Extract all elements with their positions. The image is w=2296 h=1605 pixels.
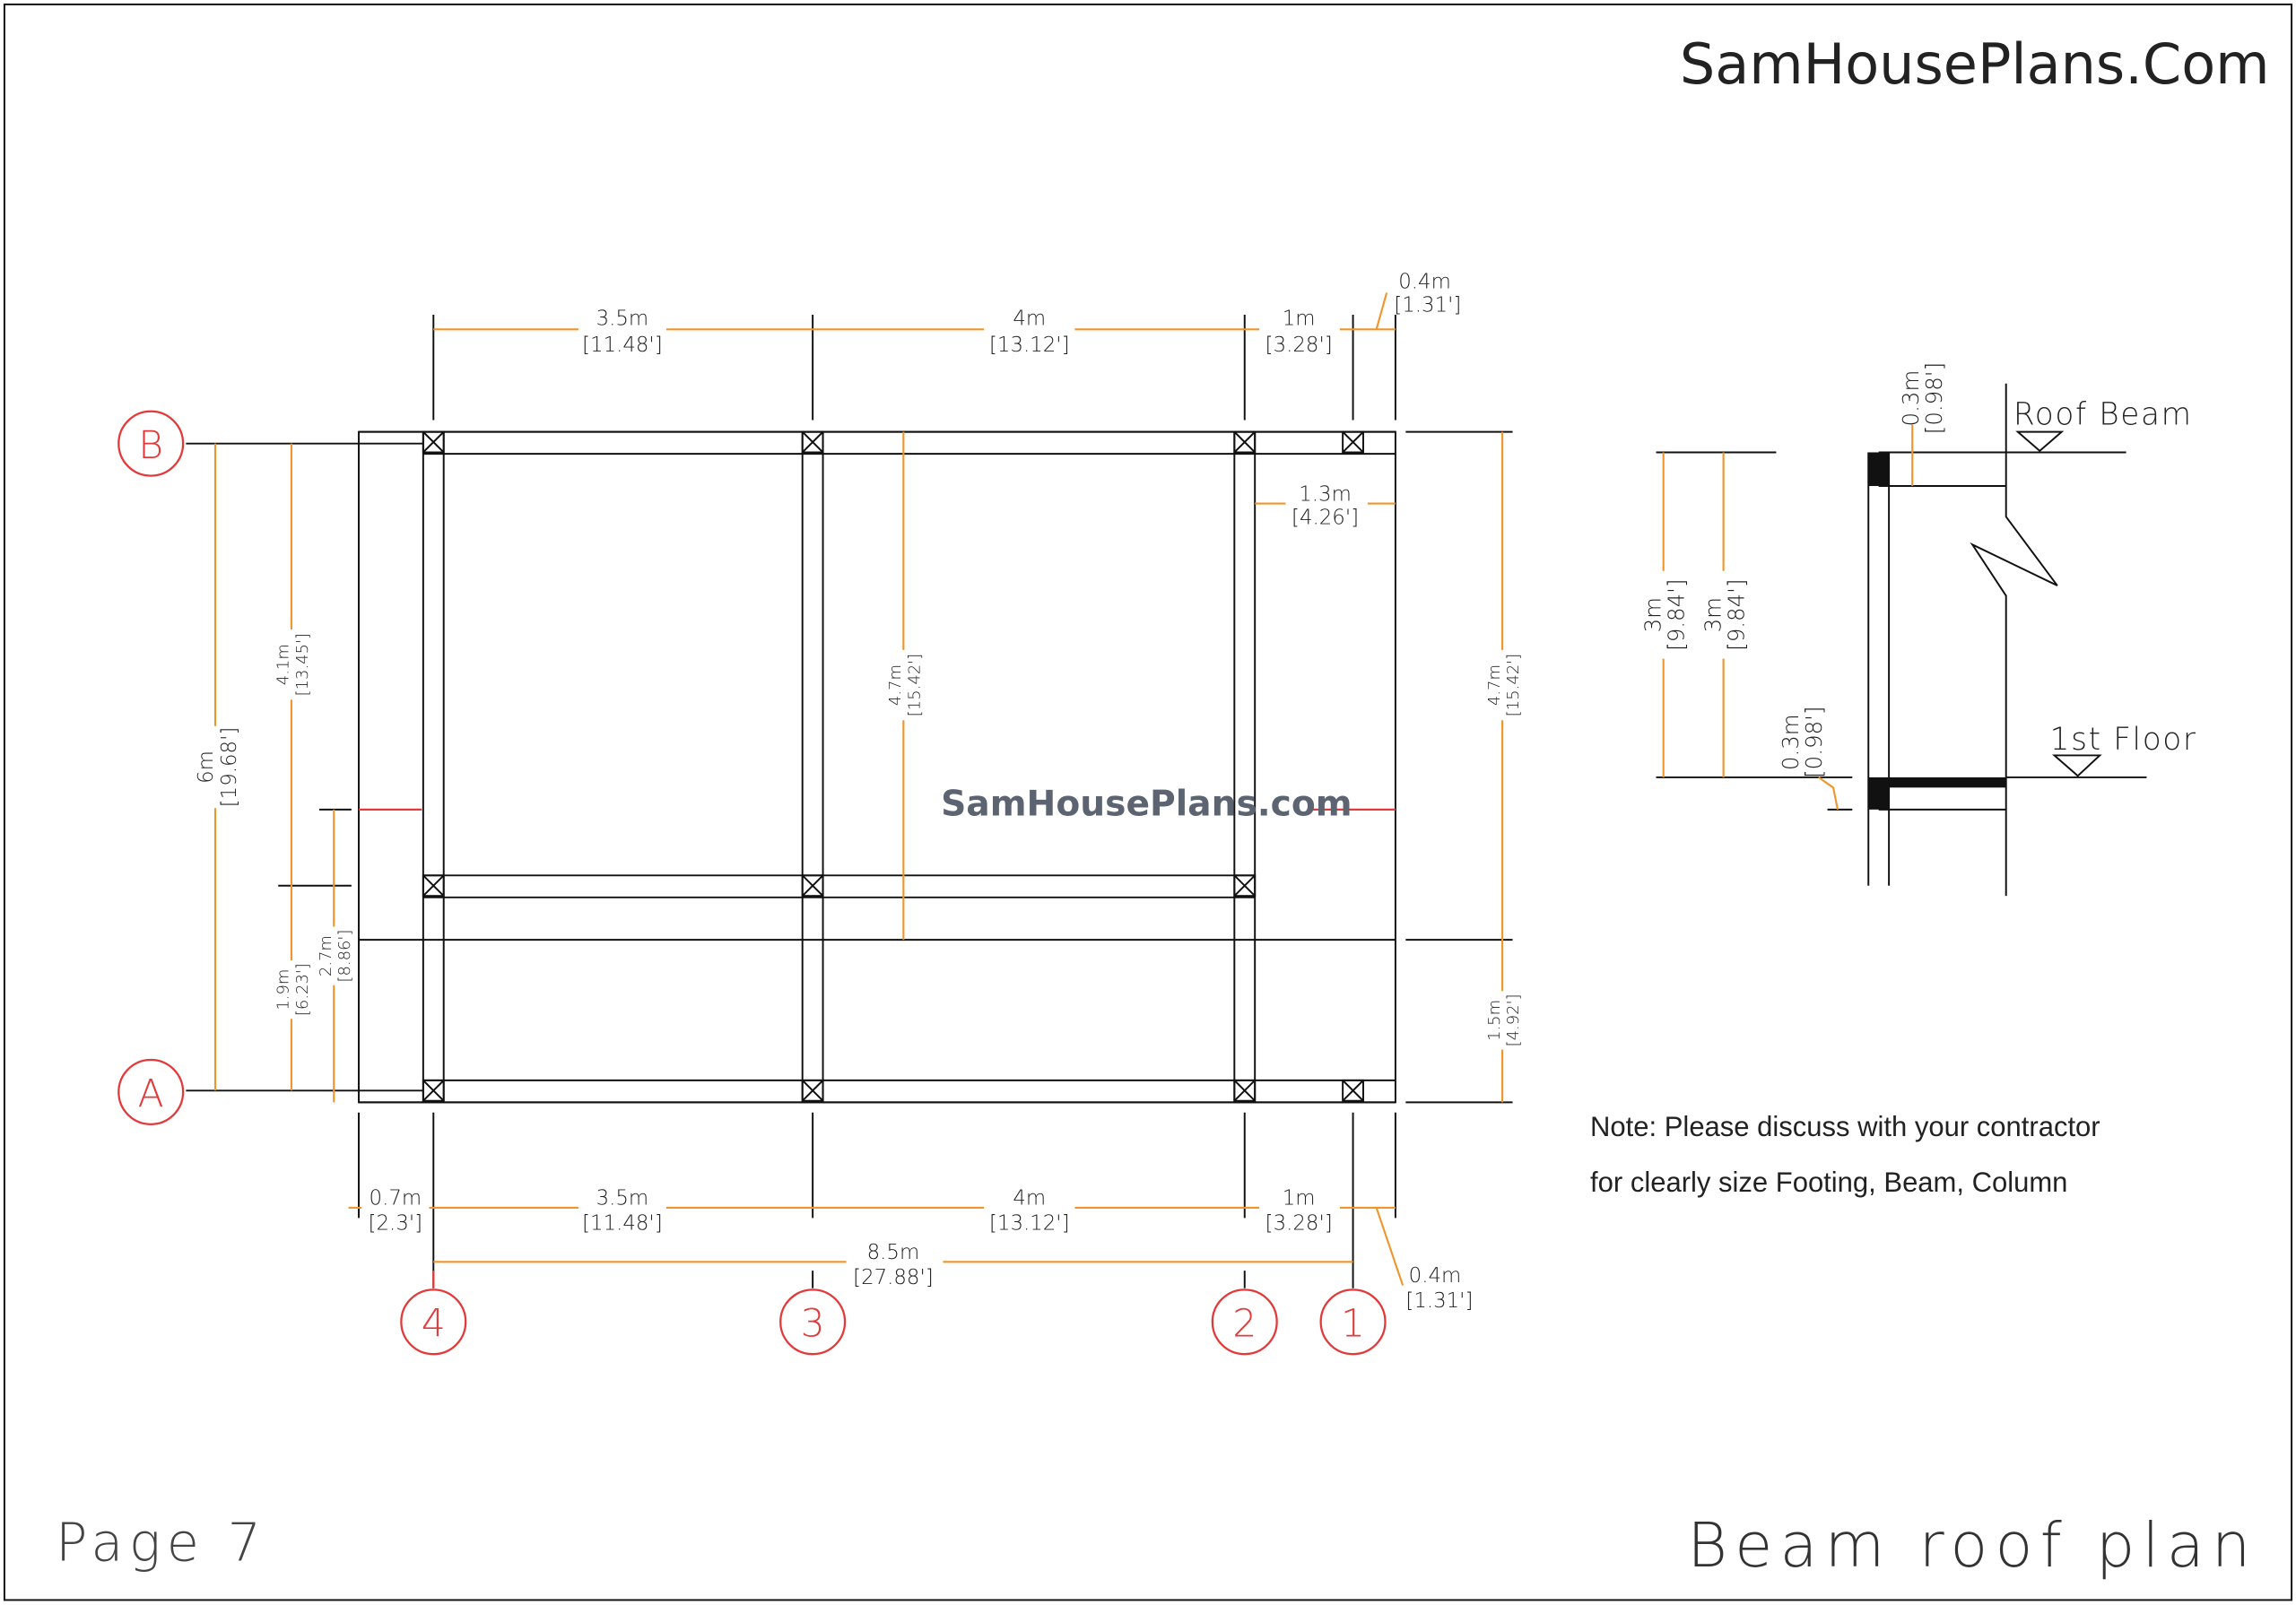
- column-x-mark: [1342, 430, 1364, 454]
- svg-text:4.7m: 4.7m: [1485, 664, 1504, 706]
- section-detail: 3m[9.84'] 3m[9.84'] 0.3m[0.98'] 0.3m[0.9…: [1639, 362, 2197, 897]
- svg-text:6m: 6m: [195, 750, 218, 784]
- watermark: SamHousePlans.com: [941, 784, 1352, 824]
- extension-lines: [358, 315, 1396, 1288]
- svg-text:[0.98']: [0.98']: [1801, 707, 1827, 778]
- columns: [422, 430, 1364, 1102]
- note-line-1: Note: Please discuss with your contracto…: [1590, 1111, 2100, 1142]
- svg-text:1.5m: 1.5m: [1485, 1000, 1504, 1041]
- column-marker: [801, 874, 824, 898]
- column-x-mark: [422, 1080, 445, 1102]
- column-x-mark: [422, 874, 445, 897]
- svg-text:4m: 4m: [1013, 1187, 1046, 1210]
- svg-text:4.1m: 4.1m: [274, 644, 293, 685]
- column-x-mark: [1233, 874, 1256, 897]
- svg-text:[4.26']: [4.26']: [1292, 506, 1359, 529]
- svg-text:1st Floor: 1st Floor: [2050, 722, 2197, 758]
- svg-text:[8.86']: [8.86']: [335, 930, 354, 983]
- svg-text:[19.68']: [19.68']: [218, 727, 241, 808]
- svg-text:3m: 3m: [1700, 597, 1726, 632]
- column-marker: [1342, 1079, 1364, 1102]
- column-marker: [801, 430, 824, 454]
- sheet-border: [3, 3, 2293, 1601]
- svg-text:3.5m: 3.5m: [596, 307, 649, 330]
- svg-text:1.9m: 1.9m: [274, 969, 293, 1011]
- svg-text:1m: 1m: [1283, 307, 1316, 330]
- svg-text:[0.98']: [0.98']: [1921, 362, 1947, 434]
- dims-bottom: 0.7m[2.3'] 3.5m[11.48'] 4m[13.12'] 1m[3.…: [361, 1185, 1473, 1313]
- svg-text:3: 3: [801, 1303, 825, 1347]
- column-marker: [801, 1079, 824, 1102]
- column-x-mark: [802, 874, 824, 897]
- svg-text:4.7m: 4.7m: [886, 664, 905, 706]
- svg-text:[9.84']: [9.84']: [1723, 579, 1749, 651]
- svg-text:8.5m: 8.5m: [867, 1241, 920, 1264]
- svg-text:0.3m: 0.3m: [1898, 370, 1924, 427]
- column-x-mark: [802, 430, 824, 454]
- svg-text:3m: 3m: [1639, 597, 1665, 632]
- column-marker: [1233, 874, 1257, 898]
- column-marker: [1233, 430, 1257, 454]
- sheet-title: Beam roof plan: [1687, 1510, 2257, 1582]
- site-title: SamHousePlans.Com: [1680, 31, 2270, 97]
- svg-text:[13.12']: [13.12']: [989, 1211, 1070, 1235]
- svg-text:0.4m: 0.4m: [1398, 271, 1451, 294]
- svg-text:Roof Beam: Roof Beam: [2013, 396, 2193, 432]
- column-marker: [422, 430, 445, 454]
- column-x-mark: [802, 1080, 824, 1102]
- svg-text:0.4m: 0.4m: [1409, 1264, 1462, 1288]
- svg-text:4m: 4m: [1013, 307, 1046, 330]
- column-x-mark: [1233, 430, 1256, 454]
- svg-text:[9.84']: [9.84']: [1664, 579, 1690, 651]
- svg-text:[15.42']: [15.42']: [905, 654, 924, 716]
- column-marker: [422, 874, 445, 898]
- svg-text:[1.31']: [1.31']: [1394, 294, 1461, 317]
- svg-text:[2.3']: [2.3']: [369, 1211, 422, 1235]
- svg-text:2.7m: 2.7m: [317, 935, 335, 976]
- svg-text:[3.28']: [3.28']: [1265, 1211, 1333, 1235]
- svg-text:[11.48']: [11.48']: [582, 1211, 663, 1235]
- svg-text:2: 2: [1232, 1303, 1257, 1347]
- svg-text:1: 1: [1341, 1303, 1365, 1347]
- svg-text:[6.23']: [6.23']: [293, 963, 312, 1016]
- grid-bubbles: 4 3 2 1 B A: [117, 410, 1387, 1356]
- svg-text:A: A: [138, 1072, 164, 1116]
- svg-text:[13.45']: [13.45']: [293, 633, 312, 696]
- note-line-2: for clearly size Footing, Beam, Column: [1590, 1167, 2067, 1198]
- svg-text:[13.12']: [13.12']: [989, 334, 1070, 357]
- column-marker: [422, 1079, 445, 1102]
- page-label: Page 7: [56, 1511, 266, 1573]
- column-marker: [1342, 430, 1364, 454]
- svg-text:[3.28']: [3.28']: [1265, 334, 1333, 357]
- svg-text:1m: 1m: [1283, 1187, 1316, 1210]
- plan-outline: [186, 430, 1513, 1104]
- svg-text:[11.48']: [11.48']: [582, 334, 663, 357]
- svg-text:1.3m: 1.3m: [1299, 482, 1352, 506]
- dims-top: 3.5m [11.48'] 4m [13.12'] 1m [3.28'] 0.4m[1…: [578, 271, 1461, 357]
- svg-text:B: B: [138, 424, 163, 468]
- column-marker: [1233, 1079, 1257, 1102]
- dims-vertical: 6m[19.68'] 4.1m[13.45'] 1.9m[6.23'] 2.7m…: [195, 482, 1523, 1050]
- column-x-mark: [422, 430, 445, 454]
- column-x-mark: [1233, 1080, 1256, 1102]
- svg-text:[27.88']: [27.88']: [853, 1266, 934, 1289]
- svg-text:0.7m: 0.7m: [370, 1187, 422, 1210]
- svg-text:[4.92']: [4.92']: [1504, 993, 1523, 1046]
- svg-text:3.5m: 3.5m: [596, 1187, 649, 1210]
- svg-text:[1.31']: [1.31']: [1405, 1289, 1473, 1313]
- svg-text:4: 4: [422, 1303, 446, 1347]
- svg-text:[15.42']: [15.42']: [1504, 654, 1523, 716]
- svg-text:0.3m: 0.3m: [1778, 714, 1804, 770]
- column-x-mark: [1342, 1080, 1364, 1102]
